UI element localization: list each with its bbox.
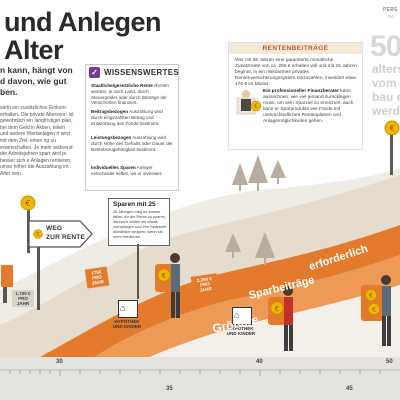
tree-trunk <box>264 258 266 265</box>
tree <box>270 160 286 178</box>
check-icon: ✓ <box>89 67 100 78</box>
orange-band-lower <box>95 255 400 357</box>
tag-175: 175€ PRO JAHR <box>84 266 110 289</box>
right-big-number: 50 <box>370 30 400 63</box>
family-icon-2: ⌂ <box>234 310 240 320</box>
house-icon <box>118 300 138 318</box>
right-text-line1: alters <box>372 62 400 76</box>
tree <box>225 233 241 252</box>
ww-item-beitragsbezogen: Beitragsbezogen Auszahlung wird durch ei… <box>91 109 163 126</box>
body-column: steht ein zusätzliches Einkom- erhalten.… <box>0 105 74 177</box>
page-title-line1: und Anlegen <box>4 7 162 37</box>
tag-left: 1.700 € PRO JAHR <box>12 290 34 307</box>
weg-sign-line2: ZUR RENTE <box>46 234 85 241</box>
ww-item-gesetzliche: Staatliche/gesetzliche Rente Renten werd… <box>91 83 169 106</box>
tree-trunk <box>239 185 241 191</box>
hiker-edge <box>1 265 13 303</box>
sparen-mit-25-box: Sparen mit 25 25 Jährigen mag es schwer … <box>108 198 170 246</box>
hiker-3: € € <box>361 275 391 346</box>
sparen-text: 25 Jährigen mag es schwer fallen, für di… <box>113 209 167 239</box>
rentenbeitraege-header: RENTENBEITRÄGE <box>229 43 362 54</box>
tree <box>255 232 275 258</box>
intro-line1: n kann, hängt von <box>0 65 73 75</box>
weg-signpost: € <box>28 220 93 310</box>
ww-item-individuell: Individuelles Sparen Anleger entscheidet… <box>91 165 163 176</box>
tree-trunk <box>277 178 279 184</box>
svg-text:€: € <box>389 124 394 133</box>
advisor-figure: € <box>236 90 262 115</box>
age-tick-30: 30 <box>56 359 63 365</box>
coin-pole-right: € <box>384 120 400 175</box>
rentenbeitraege-para1: Wer mit 65 Jahren eine garantierte monat… <box>235 58 357 87</box>
svg-text:€: € <box>36 232 39 238</box>
age-tick-35: 35 <box>166 386 173 392</box>
tree <box>248 155 268 183</box>
trees <box>225 155 286 265</box>
rentenbeitraege-box: RENTENBEITRÄGE Wer mit 65 Jahren eine ga… <box>228 42 363 150</box>
svg-text:€: € <box>25 199 30 208</box>
tree <box>232 163 248 185</box>
age-tick-40: 40 <box>256 359 263 365</box>
age-ruler <box>0 357 400 400</box>
intro-line2: d davon, wie gut <box>0 76 67 86</box>
hiker-1: € <box>155 253 180 318</box>
rentenbeitraege-title: RENTENBEITRÄGE <box>262 45 329 52</box>
tree-trunk <box>232 252 234 258</box>
age-tick-50: 50 <box>386 359 393 365</box>
sparen-post <box>137 244 139 299</box>
tree-trunk <box>257 183 259 191</box>
orange-band <box>40 225 400 357</box>
age-tick-45: 45 <box>346 386 353 392</box>
page-title-line2: Alter <box>4 35 64 65</box>
series-sub: Ra <box>388 14 394 19</box>
wissenswertes-box: ✓ WISSENSWERTES Staatliche/gesetzliche R… <box>85 64 179 191</box>
ww-item-leistungsbezogen: Leistungsbezogen Auszahlung wird durch H… <box>91 135 173 152</box>
path-track <box>0 175 400 357</box>
wissenswertes-header: ✓ WISSENSWERTES <box>86 65 180 79</box>
right-text-line3: bau e <box>372 90 400 104</box>
svg-text:€: € <box>369 293 373 300</box>
hiker-2: € <box>268 286 293 351</box>
weg-sign-line1: WEG <box>46 225 63 232</box>
series-label: PERS <box>383 7 398 13</box>
family-icon: ⌂ <box>120 303 126 313</box>
svg-text:€: € <box>275 305 279 313</box>
wissenswertes-title: WISSENSWERTES <box>104 68 180 77</box>
svg-text:€: € <box>254 103 258 110</box>
intro-line3: ben. <box>0 87 18 97</box>
sparen-title: Sparen mit 25 <box>113 201 156 208</box>
right-text-line4: werde <box>372 104 400 118</box>
house-icon-2 <box>232 307 252 325</box>
svg-text:€: € <box>162 272 166 280</box>
rentenbeitraege-para2: Ein professioneller Finanzberater kann a… <box>263 89 354 124</box>
svg-text:€: € <box>372 307 376 314</box>
advisor-icon: € <box>235 88 263 118</box>
tag-2250: 2.250 € PRO JAHR <box>190 273 220 296</box>
right-text-line2: vom l <box>372 76 400 90</box>
ruler-ticks <box>9 370 381 376</box>
